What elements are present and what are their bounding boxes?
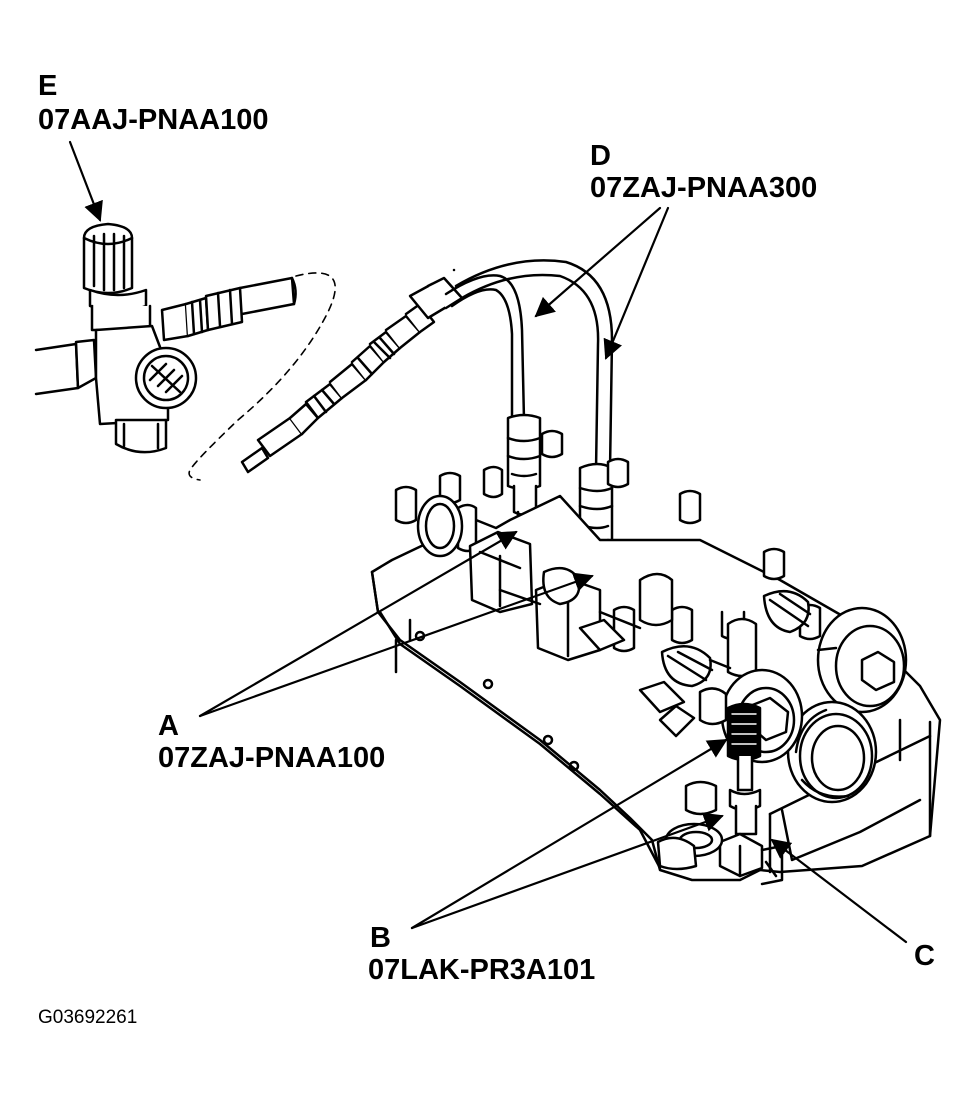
leader-c: [770, 838, 908, 944]
leader-e: [68, 140, 103, 222]
figure-code: G03692261: [38, 1007, 138, 1028]
camshaft-assembly: [416, 494, 812, 738]
pressure-regulator-tool: [34, 222, 336, 481]
leader-d-1: [534, 206, 662, 318]
cam-pulley-upper: [816, 606, 908, 714]
adapter-a-left: [506, 413, 542, 526]
callout-b-part: 07LAK-PR3A101: [368, 954, 596, 986]
hose-pair: [444, 259, 614, 472]
head-bolt-posts: [394, 268, 822, 653]
hose-quick-connector: [240, 276, 464, 474]
callout-a-letter: A: [158, 710, 179, 742]
callout-d-letter: D: [590, 140, 611, 172]
callout-c-letter: C: [914, 940, 935, 972]
leader-a-2: [198, 572, 594, 718]
leader-b-1: [410, 738, 728, 930]
special-tool-b: [718, 702, 764, 878]
leader-a-1: [198, 530, 518, 718]
callout-e-part: 07AAJ-PNAA100: [38, 104, 269, 136]
cam-pulley-lower: [786, 700, 878, 804]
callout-a-part: 07ZAJ-PNAA100: [158, 742, 386, 774]
callout-d-part: 07ZAJ-PNAA300: [590, 172, 818, 204]
tool-housing-c: [656, 687, 784, 886]
leader-lines: [68, 140, 908, 944]
callout-e-letter: E: [38, 70, 58, 102]
callout-b-letter: B: [370, 922, 391, 954]
leader-d-2: [603, 206, 670, 360]
leader-b-2: [410, 812, 724, 930]
